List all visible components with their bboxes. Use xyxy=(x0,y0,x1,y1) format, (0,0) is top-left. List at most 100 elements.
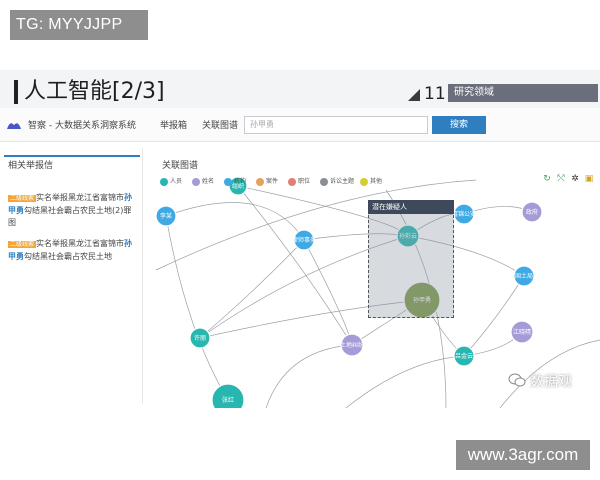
graph-edge xyxy=(265,344,353,408)
clue-badge: 二级线索 xyxy=(8,195,37,202)
graph-node-circle[interactable] xyxy=(453,203,475,225)
legend-dot xyxy=(320,178,328,186)
graph-node[interactable]: 组织 xyxy=(228,176,248,196)
graph-node-label: 江晓晴 xyxy=(513,328,531,336)
slide-section-tag: 研究领域 xyxy=(448,84,598,102)
graph-node-circle[interactable] xyxy=(510,320,534,344)
graph-node-label: 律师事务 xyxy=(292,236,316,244)
legend-label: 姓名 xyxy=(202,178,215,185)
graph-edge xyxy=(165,202,305,241)
graph-node-circle[interactable] xyxy=(453,345,475,367)
graph-title: 关联图谱 xyxy=(162,161,199,171)
graph-node-circle[interactable] xyxy=(513,265,535,287)
graph-node[interactable]: 富锦公安 xyxy=(452,203,476,225)
app-window: 智察 - 大数据关系洞察系统 举报箱 关联图谱 孙甲勇 搜索 相关举报信 二级线… xyxy=(0,108,600,408)
graph-edge xyxy=(303,239,353,346)
legend-label: 诉讼主题 xyxy=(330,178,355,185)
share-icon[interactable]: ⤲ xyxy=(557,174,565,184)
graph-node[interactable]: 孙甲勇 xyxy=(403,281,441,319)
settings-icon[interactable]: ✲ xyxy=(571,174,579,184)
panel-title: 相关举报信 xyxy=(8,161,54,171)
related-reports-panel: 相关举报信 二级线索实名举报黑龙江省富锦市孙甲勇勾结黑社会霸占农民土地(2)罪图… xyxy=(0,150,142,400)
panel-accent-rule xyxy=(4,155,140,157)
graph-node-label: 国土局 xyxy=(515,272,533,280)
legend-dot xyxy=(256,178,264,186)
legend-dot xyxy=(192,178,200,186)
graph-node[interactable]: 张红 xyxy=(211,383,245,408)
graph-edge xyxy=(199,239,305,339)
legend-dot xyxy=(160,178,168,186)
legend-label: 机构 xyxy=(234,178,247,185)
graph-node[interactable]: 国土局 xyxy=(513,265,535,287)
graph-node-circle[interactable] xyxy=(293,229,315,251)
suspect-highlight-box xyxy=(368,200,454,318)
legend-dot xyxy=(288,178,296,186)
graph-node-label: 土地纠纷 xyxy=(340,341,364,349)
app-header: 智察 - 大数据关系洞察系统 举报箱 关联图谱 孙甲勇 搜索 xyxy=(0,108,600,142)
graph-node-circle[interactable] xyxy=(189,327,211,349)
nav-report-box[interactable]: 举报箱 xyxy=(160,121,188,131)
graph-node[interactable]: 土地纠纷 xyxy=(340,333,364,357)
graph-node-label: 孙甲勇 xyxy=(413,296,431,304)
graph-node-circle[interactable] xyxy=(155,205,177,227)
graph-node[interactable]: 吕金云 xyxy=(453,345,475,367)
report-text-suffix: 勾结黑社会霸占农民土地 xyxy=(24,252,112,261)
report-item[interactable]: 二级线索实名举报黑龙江省富锦市孙甲勇勾结黑社会霸占农民土地(2)罪图 xyxy=(8,192,138,229)
legend-label: 职位 xyxy=(298,178,311,185)
logo-icon xyxy=(7,123,21,129)
search-input[interactable]: 孙甲勇 xyxy=(244,116,428,134)
legend-label: 案件 xyxy=(266,178,279,185)
search-button[interactable]: 搜索 xyxy=(432,116,486,134)
graph-node[interactable]: 许丽 xyxy=(189,327,211,349)
graph-node-label: 许丽 xyxy=(194,334,206,342)
slide-number: 11 xyxy=(424,84,446,104)
slide-title-marker xyxy=(14,80,18,104)
graph-node-circle[interactable] xyxy=(340,333,364,357)
relation-graph-area: 李某 组织律师事务 孙彩云孙甲勇 富锦公安 政府国土局江晓晴许丽土地纠纷吕金云张红 关联… xyxy=(146,150,600,408)
app-name: 智察 - 大数据关系洞察系统 xyxy=(28,121,136,131)
legend-label: 人员 xyxy=(170,178,183,185)
graph-edge xyxy=(237,185,353,346)
watermark-top-left: TG: MYYJJPP xyxy=(10,10,148,40)
graph-node[interactable]: 李某 xyxy=(155,205,177,227)
graph-edge xyxy=(199,299,423,339)
refresh-icon[interactable]: ↻ xyxy=(543,174,551,184)
report-person-name[interactable]: 孙甲勇 xyxy=(8,239,133,261)
graph-toolbar: ↻ ⤲ ✲ ▣ xyxy=(542,174,598,186)
graph-node-label: 组织 xyxy=(232,182,244,190)
graph-node-label: 孙彩云 xyxy=(399,232,417,240)
graph-edge xyxy=(165,215,229,401)
report-text-suffix: 勾结黑社会霸占农民土地(2)罪图 xyxy=(8,206,132,227)
graph-node[interactable]: 政府 xyxy=(521,201,543,223)
graph-node[interactable]: 江晓晴 xyxy=(510,320,534,344)
graph-node-label: 富锦公安 xyxy=(452,210,476,218)
graph-edge xyxy=(345,355,465,408)
slide-title: 人工智能[2/3] xyxy=(24,79,165,104)
graph-node-circle[interactable] xyxy=(211,383,245,408)
nav-relation-graph[interactable]: 关联图谱 xyxy=(202,121,239,131)
graph-edge xyxy=(463,275,525,357)
report-person-name[interactable]: 孙甲勇 xyxy=(8,193,133,215)
graph-edge xyxy=(199,235,409,339)
graph-node[interactable]: 孙彩云 xyxy=(396,224,420,248)
graph-edge xyxy=(407,235,525,277)
graph-node-circle[interactable] xyxy=(403,281,441,319)
report-item[interactable]: 二级线索实名举报黑龙江省富锦市孙甲勇勾结黑社会霸占农民土地 xyxy=(8,238,138,263)
graph-node-circle[interactable] xyxy=(521,201,543,223)
legend-dot xyxy=(360,178,368,186)
wechat-account-name: 数据观 xyxy=(530,374,572,390)
report-text-prefix: 实名举报黑龙江省富锦市 xyxy=(36,193,125,202)
graph-node[interactable]: 律师事务 xyxy=(292,229,316,251)
clue-badge: 二级线索 xyxy=(8,241,37,248)
watermark-bottom-right: www.3agr.com xyxy=(456,440,590,470)
graph-node-circle[interactable] xyxy=(396,224,420,248)
graph-edge xyxy=(499,339,600,408)
export-icon[interactable]: ▣ xyxy=(584,174,594,184)
graph-node-label: 吕金云 xyxy=(455,352,473,360)
wechat-icon xyxy=(508,373,526,387)
legend-label: 其他 xyxy=(370,178,383,185)
graph-node-circle[interactable] xyxy=(228,176,248,196)
graph-node-label: 李某 xyxy=(160,212,172,220)
legend-dot xyxy=(224,178,232,186)
slide-number-triangle-icon xyxy=(408,89,420,101)
